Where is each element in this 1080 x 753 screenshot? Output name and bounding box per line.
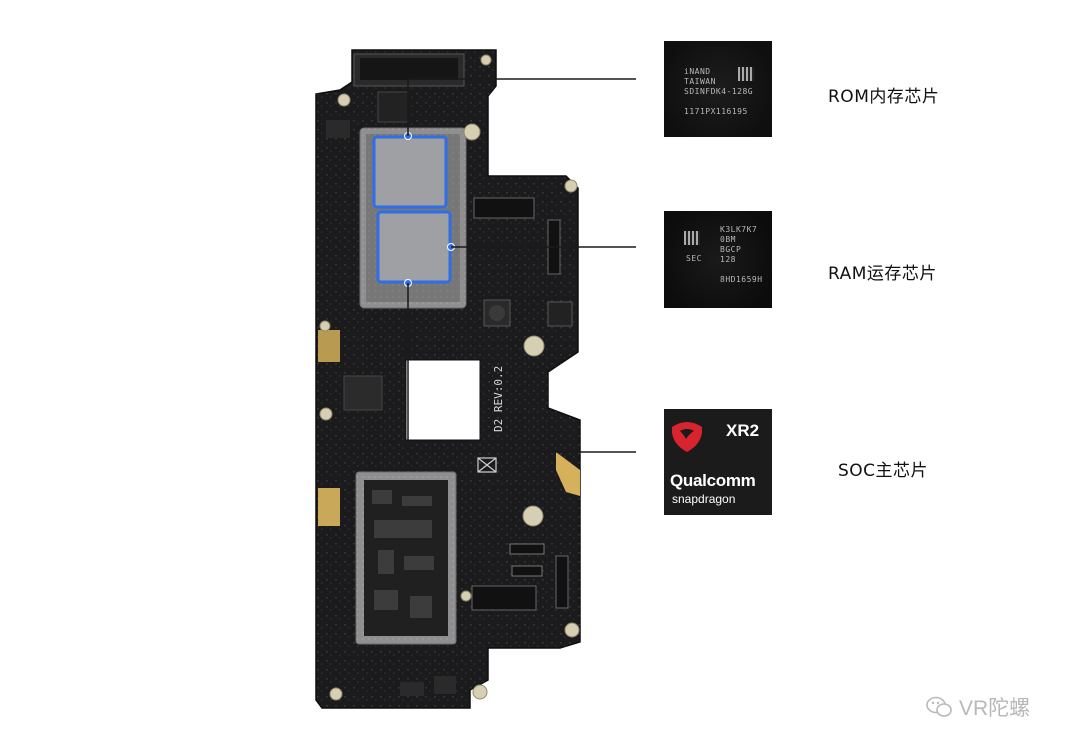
rom-leader bbox=[407, 78, 636, 136]
soc-brand: Qualcomm bbox=[670, 471, 756, 490]
leader-lines bbox=[407, 78, 636, 453]
soc-logo: XR2 Qualcomm snapdragon bbox=[664, 409, 772, 515]
soc-sub: snapdragon bbox=[672, 492, 736, 506]
watermark-text: VR陀螺 bbox=[959, 697, 1031, 720]
ram-chip-marking: K3LK7K7 0BM BGCP 128 8HD1659H bbox=[720, 225, 763, 284]
wechat-icon bbox=[926, 696, 952, 717]
ram-chip-marking-left: SEC bbox=[686, 254, 702, 263]
rom-label: ROM内存芯片 bbox=[828, 87, 940, 107]
snapdragon-icon bbox=[672, 422, 702, 452]
circuit-board: D2 REV:0.2 bbox=[315, 49, 581, 709]
rom-chip-marking: iNAND TAIWAN SDINFDK4-128G 1171PX116195 bbox=[684, 67, 754, 116]
qr-icon bbox=[684, 231, 700, 245]
qr-icon bbox=[738, 67, 754, 81]
board-revision: D2 REV:0.2 bbox=[492, 366, 505, 432]
watermark: VR陀螺 bbox=[925, 692, 1030, 722]
ram-label: RAM运存芯片 bbox=[828, 264, 937, 284]
soc-leader bbox=[407, 283, 636, 453]
center-cutout bbox=[405, 359, 481, 441]
soc-model: XR2 bbox=[726, 421, 760, 440]
soc-label: SOC主芯片 bbox=[838, 461, 929, 481]
ram-chip-photo: SEC K3LK7K7 0BM BGCP 128 8HD1659H bbox=[664, 211, 772, 308]
rom-chip-photo: iNAND TAIWAN SDINFDK4-128G 1171PX116195 bbox=[664, 41, 772, 137]
